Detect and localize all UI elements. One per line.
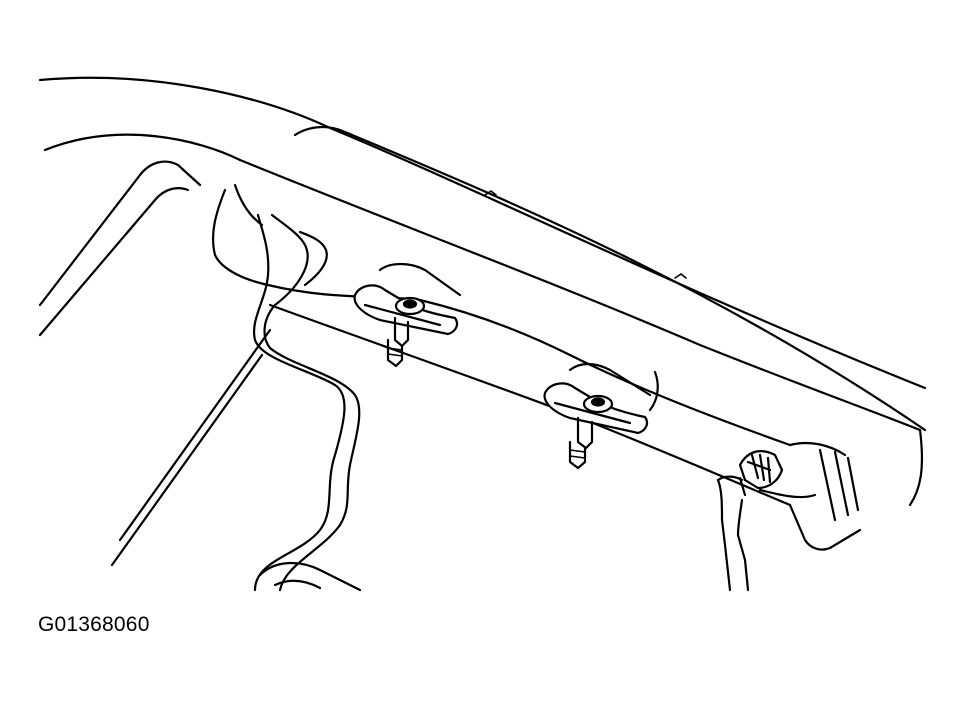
mounting-bracket-1	[353, 262, 462, 368]
tube-routing	[252, 213, 362, 592]
outer-body-panel	[38, 76, 927, 390]
upper-rail	[238, 126, 927, 507]
electrical-connector	[716, 450, 784, 592]
left-frame-bracket	[38, 160, 272, 567]
mounting-bracket-2	[543, 362, 659, 470]
figure-id-label: G01368060	[38, 613, 150, 636]
